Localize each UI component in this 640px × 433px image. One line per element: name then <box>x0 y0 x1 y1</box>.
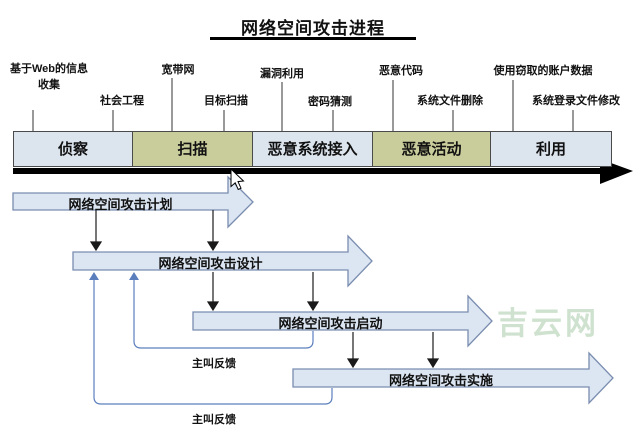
phase-scanning: 扫描 <box>132 131 253 167</box>
caller-feedback-label-outer: 主叫反馈 <box>192 414 236 426</box>
process-arrow-implement-label: 网络空间攻击实施 <box>388 373 493 388</box>
label-broadband-network: 宽带网 <box>161 64 195 76</box>
mouse-cursor-icon <box>230 167 245 191</box>
label-social-engineering: 社会工程 <box>100 95 144 107</box>
feedback-loop-outer <box>93 280 333 405</box>
phase-malicious-activity: 恶意活动 <box>372 131 491 167</box>
label-web-info-collection: 基于Web的信息收集 <box>9 63 89 91</box>
phase-reconnaissance: 侦察 <box>13 131 133 167</box>
label-malicious-code: 恶意代码 <box>379 65 423 77</box>
process-arrow-design <box>72 234 373 288</box>
label-vulnerability-exploit: 漏洞利用 <box>260 68 304 80</box>
process-arrow-plan <box>12 175 254 229</box>
phase-malicious-system-access: 恶意系统接入 <box>252 131 373 167</box>
caller-feedback-label-inner: 主叫反馈 <box>192 358 236 370</box>
label-password-guessing: 密码猜测 <box>308 96 352 108</box>
process-arrow-launch <box>192 294 493 348</box>
label-system-file-deletion: 系统文件删除 <box>417 95 483 107</box>
label-system-login-file-modification: 系统登录文件修改 <box>532 95 620 107</box>
process-arrow-launch-label: 网络空间攻击启动 <box>278 316 383 331</box>
phase-exploitation: 利用 <box>490 131 612 167</box>
process-arrow-design-label: 网络空间攻击设计 <box>158 256 263 271</box>
feedback-arrowheads <box>89 272 139 280</box>
watermark-jiyunwang: 吉云网 <box>497 306 599 341</box>
diagram-title: 网络空间攻击进程 <box>241 19 385 38</box>
label-stolen-account-data: 使用窃取的账户数据 <box>493 65 593 77</box>
label-tick-lines <box>32 78 574 131</box>
process-arrow-implement <box>292 351 614 405</box>
label-target-scanning: 目标扫描 <box>204 95 248 107</box>
connector-arrows <box>89 210 440 369</box>
process-arrow-plan-label: 网络空间攻击计划 <box>68 197 173 212</box>
feedback-loop-inner <box>133 280 314 349</box>
title-underline <box>210 37 416 40</box>
